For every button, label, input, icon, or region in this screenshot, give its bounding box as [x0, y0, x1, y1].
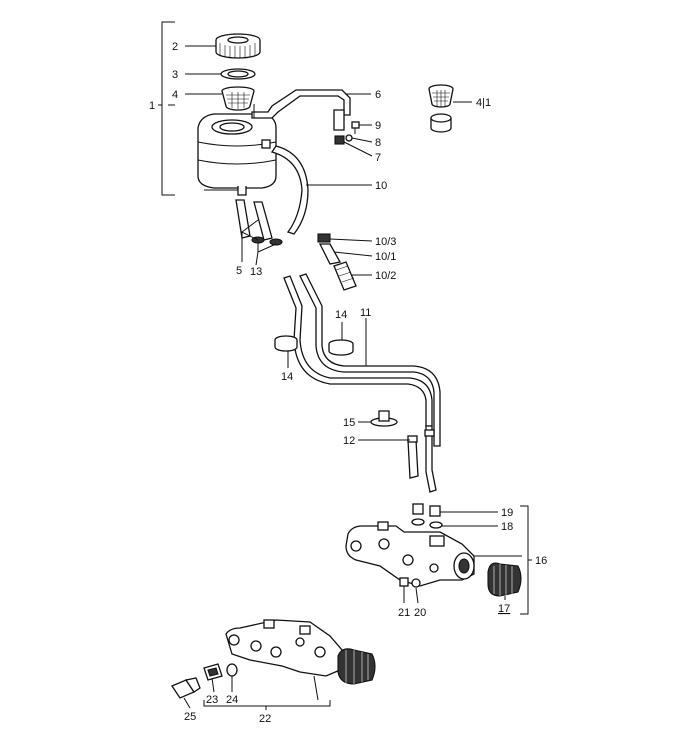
label-13: 13 [250, 266, 262, 278]
part-master-cylinder-alt [225, 619, 343, 677]
part-strainer [221, 86, 255, 111]
part-boot-alt [337, 648, 376, 685]
label-7: 7 [375, 152, 381, 164]
part-fittings-19 [412, 503, 441, 517]
label-10: 10 [375, 180, 387, 192]
part-sensor-25 [171, 677, 201, 699]
part-master-cylinder [345, 521, 475, 587]
part-nut [334, 135, 345, 145]
label-4-1: 4|1 [476, 97, 491, 109]
label-14-top: 14 [335, 309, 347, 321]
part-nut-21 [399, 577, 409, 587]
part-boot-17 [487, 562, 522, 597]
label-1: 1 [149, 100, 155, 112]
part-screw [351, 121, 360, 134]
label-25: 25 [184, 711, 196, 723]
part-grommet-10-2 [333, 261, 357, 291]
part-mounting-bracket [251, 89, 351, 131]
label-14-bottom: 14 [281, 371, 293, 383]
part-seals-18 [411, 518, 443, 529]
label-21: 21 [398, 607, 410, 619]
part-brake-lines [283, 273, 441, 493]
part-reservoir [197, 113, 277, 196]
label-10-2: 10/2 [375, 270, 396, 282]
part-fitting-10-3 [317, 233, 331, 243]
label-23: 23 [206, 694, 218, 706]
part-grommet-right [328, 339, 354, 356]
label-15: 15 [343, 417, 355, 429]
label-10-1: 10/1 [375, 251, 396, 263]
part-gasket [220, 68, 256, 80]
label-22: 22 [259, 713, 271, 725]
part-seal-20 [411, 578, 421, 588]
leader-lines [168, 45, 522, 709]
label-16: 16 [535, 555, 547, 567]
part-seal-24 [226, 663, 238, 677]
part-line-fittings [407, 429, 435, 443]
bracket-group-1 [158, 21, 175, 196]
bracket-group-16 [520, 505, 532, 615]
bracket-group-22 [203, 700, 331, 710]
label-10-3: 10/3 [375, 236, 396, 248]
label-6: 6 [375, 89, 381, 101]
label-4: 4 [172, 89, 178, 101]
label-20: 20 [414, 607, 426, 619]
part-cap [215, 33, 261, 59]
part-labels: 2 3 4 1 4|1 6 9 8 7 10 10/3 10/1 10/2 5 … [149, 41, 547, 725]
label-19: 19 [501, 507, 513, 519]
label-8: 8 [375, 137, 381, 149]
part-strainer-alt [428, 84, 454, 133]
part-hose [270, 145, 309, 235]
label-5: 5 [236, 265, 242, 277]
label-9: 9 [375, 120, 381, 132]
part-short-hoses [235, 199, 273, 241]
part-tube-10-1 [318, 243, 342, 265]
part-grommet-left [274, 335, 298, 352]
label-2: 2 [172, 41, 178, 53]
label-3: 3 [172, 69, 178, 81]
label-18: 18 [501, 521, 513, 533]
label-24: 24 [226, 694, 238, 706]
label-17: 17 [498, 603, 510, 615]
part-grommet-15 [370, 410, 398, 427]
label-11: 11 [360, 307, 371, 319]
part-switch-23 [203, 663, 223, 681]
part-washer [345, 134, 353, 142]
label-12: 12 [343, 435, 355, 447]
